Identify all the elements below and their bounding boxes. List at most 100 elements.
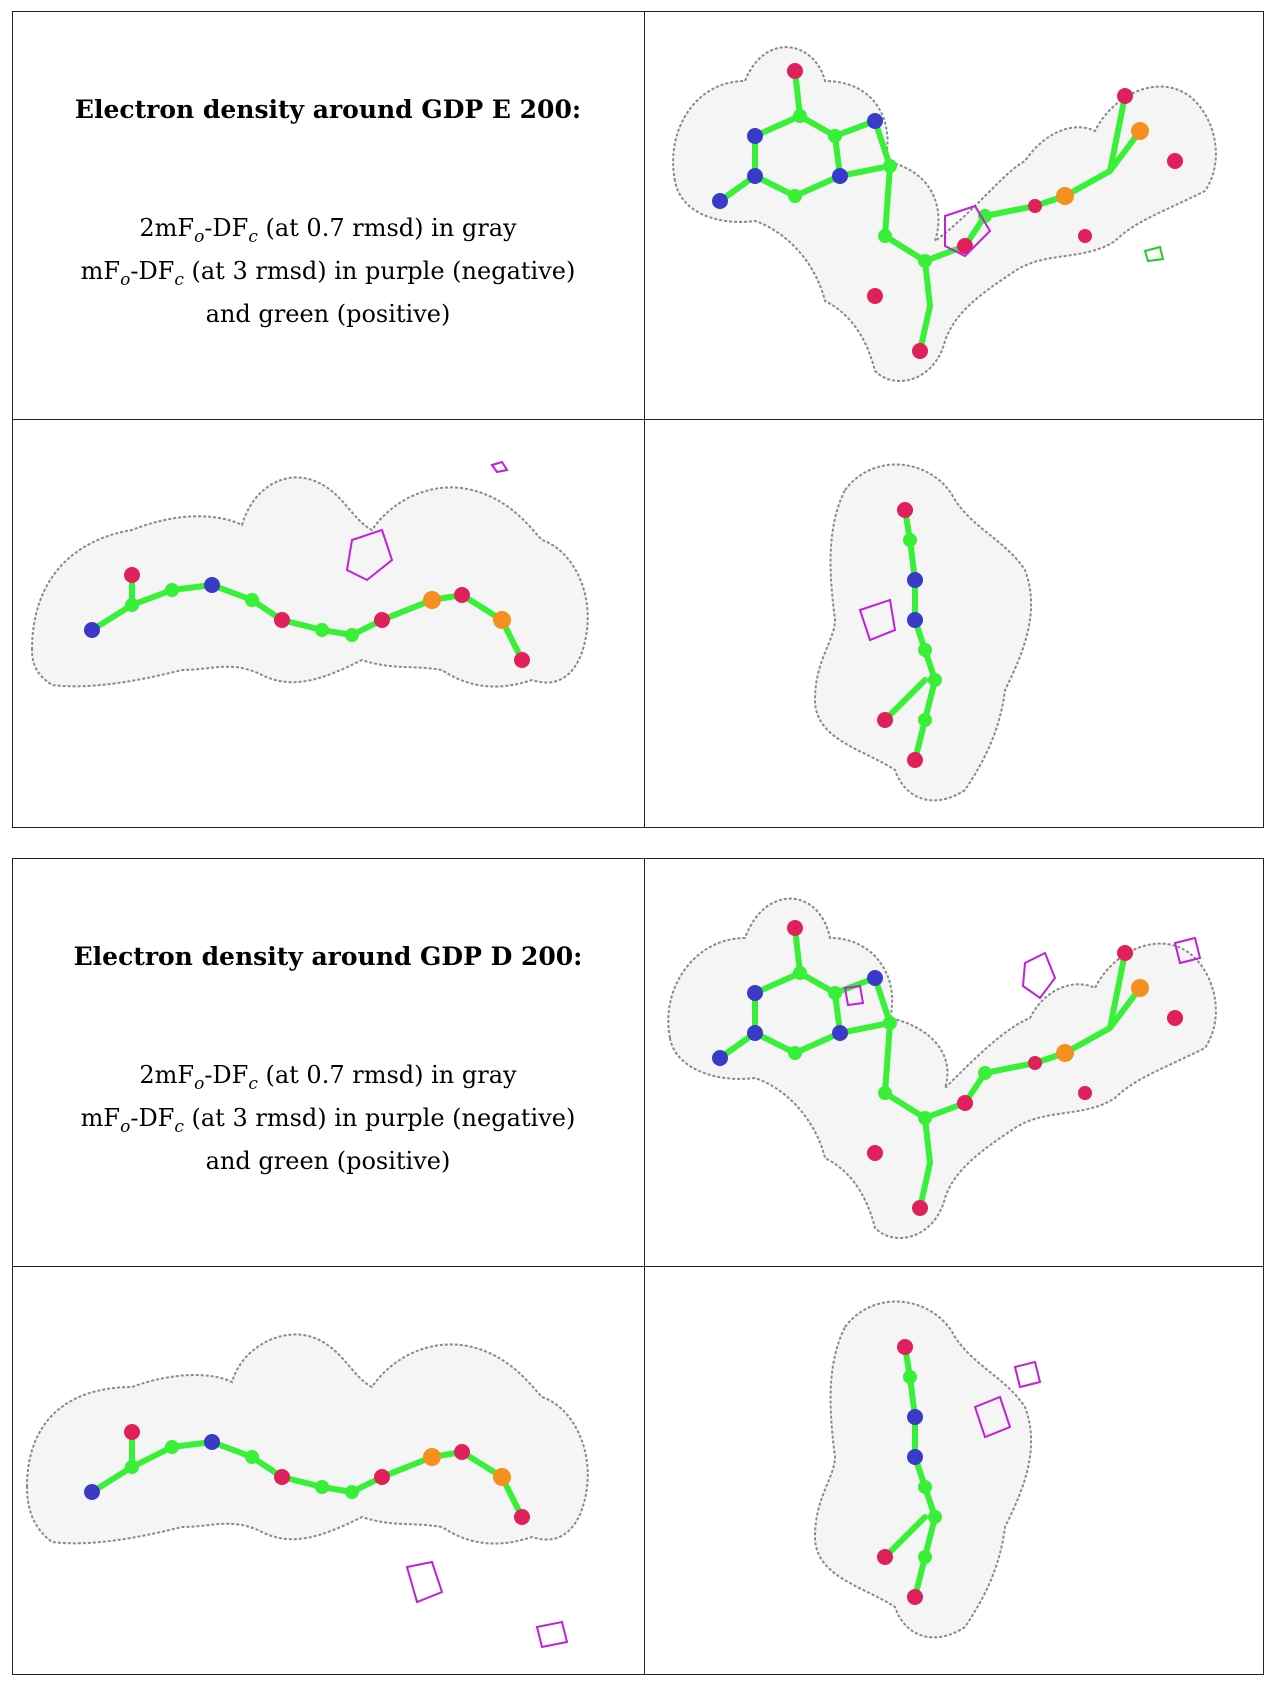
atom-sphere <box>747 1025 763 1041</box>
caption-cell: Electron density around GDP E 200: 2mFo-… <box>12 11 644 419</box>
atom-sphere <box>1117 945 1133 961</box>
atoms <box>712 63 1183 359</box>
atom-sphere <box>454 1444 470 1460</box>
atom-sphere <box>747 168 763 184</box>
atom-sphere <box>912 343 928 359</box>
atom-sphere <box>423 591 441 609</box>
molecule-render-end <box>813 463 1033 802</box>
atom-sphere <box>493 611 511 629</box>
row-divider <box>12 1266 1264 1267</box>
atom-sphere <box>957 238 973 254</box>
atom-sphere <box>747 985 763 1001</box>
molecule-render-top <box>672 46 1217 382</box>
ligand-bond <box>832 118 893 179</box>
negative-density-blob <box>1173 936 1202 965</box>
atom-sphere <box>918 1111 932 1125</box>
positive-density-blob <box>1143 245 1165 263</box>
atom-sphere <box>274 1469 290 1485</box>
atom-sphere <box>867 1145 883 1161</box>
atom-sphere <box>793 109 807 123</box>
atom-sphere <box>793 966 807 980</box>
atom-sphere <box>978 209 992 223</box>
atom-sphere <box>918 1550 932 1564</box>
atom-sphere <box>928 673 942 687</box>
atom-sphere <box>907 1409 923 1425</box>
atom-sphere <box>1078 1086 1092 1100</box>
caption-legend: 2mFo-DFc (at 0.7 rmsd) in gray mFo-DFc (… <box>12 1058 644 1178</box>
atom-sphere <box>877 712 893 728</box>
negative-density-blob <box>843 984 865 1007</box>
atom-sphere <box>84 1484 100 1500</box>
atom-sphere <box>165 1440 179 1454</box>
atom-sphere <box>1117 88 1133 104</box>
ligand-bond <box>882 677 928 723</box>
atom-sphere <box>712 193 728 209</box>
atom-sphere <box>124 1424 140 1440</box>
ligand-bond <box>1107 950 1128 1031</box>
atom-sphere <box>315 623 329 637</box>
atom-sphere <box>832 168 848 184</box>
atom-sphere <box>747 128 763 144</box>
atom-sphere <box>978 1066 992 1080</box>
atom-sphere <box>907 572 923 588</box>
molecule-render-side <box>25 1333 589 1649</box>
density-view-end <box>645 420 1264 828</box>
atom-sphere <box>907 612 923 628</box>
ligand-bond <box>917 1115 933 1211</box>
atom-sphere <box>165 583 179 597</box>
atom-sphere <box>125 1460 139 1474</box>
negative-density-blob <box>345 528 394 582</box>
atom-sphere <box>897 1339 913 1355</box>
caption-title: Electron density around GDP E 200: <box>74 95 582 124</box>
atom-sphere <box>828 129 842 143</box>
density-mesh <box>813 463 1033 802</box>
atom-sphere <box>315 1480 329 1494</box>
density-mesh <box>667 897 1217 1239</box>
atom-sphere <box>903 533 917 547</box>
atom-sphere <box>883 159 897 173</box>
atom-sphere <box>1131 979 1149 997</box>
atom-sphere <box>1167 153 1183 169</box>
atom-sphere <box>245 593 259 607</box>
atom-sphere <box>1028 1056 1042 1070</box>
atom-sphere <box>918 254 932 268</box>
atom-sphere <box>787 63 803 79</box>
ligand-bond <box>1107 93 1128 174</box>
density-mesh <box>25 1333 589 1545</box>
negative-density-blob <box>535 1620 569 1649</box>
caption-legend: 2mFo-DFc (at 0.7 rmsd) in gray mFo-DFc (… <box>12 211 644 331</box>
atom-sphere <box>514 1509 530 1525</box>
atom-sphere <box>867 288 883 304</box>
atom-sphere <box>423 1448 441 1466</box>
legend-line-fo-fc: mFo-DFc (at 3 rmsd) in purple (negative) <box>80 1103 576 1137</box>
atom-sphere <box>957 1095 973 1111</box>
atom-sphere <box>787 920 803 936</box>
atom-sphere <box>1056 187 1074 205</box>
atom-sphere <box>1167 1010 1183 1026</box>
negative-density-blob <box>858 598 897 642</box>
atom-sphere <box>918 713 932 727</box>
atom-sphere <box>867 970 883 986</box>
negative-density-blob <box>490 460 509 474</box>
atom-sphere <box>928 1510 942 1524</box>
ligand-bond <box>882 1514 928 1560</box>
atom-sphere <box>454 587 470 603</box>
ligand-bond <box>917 258 933 354</box>
caption-title: Electron density around GDP D 200: <box>73 942 583 971</box>
atom-sphere <box>125 598 139 612</box>
negative-density-blob <box>405 1560 444 1604</box>
density-view-end <box>645 1267 1264 1675</box>
atom-sphere <box>374 1469 390 1485</box>
negative-density-blob <box>944 204 992 258</box>
atom-sphere <box>1056 1044 1074 1062</box>
density-view-side <box>12 420 644 828</box>
atom-sphere <box>204 577 220 593</box>
negative-density-blob <box>973 1395 1012 1439</box>
molecule-render-side <box>30 460 589 688</box>
atom-sphere <box>124 567 140 583</box>
atom-sphere <box>878 229 892 243</box>
atom-sphere <box>877 1549 893 1565</box>
density-view-side <box>12 1267 644 1675</box>
density-mesh <box>813 1300 1033 1639</box>
atom-sphere <box>84 622 100 638</box>
